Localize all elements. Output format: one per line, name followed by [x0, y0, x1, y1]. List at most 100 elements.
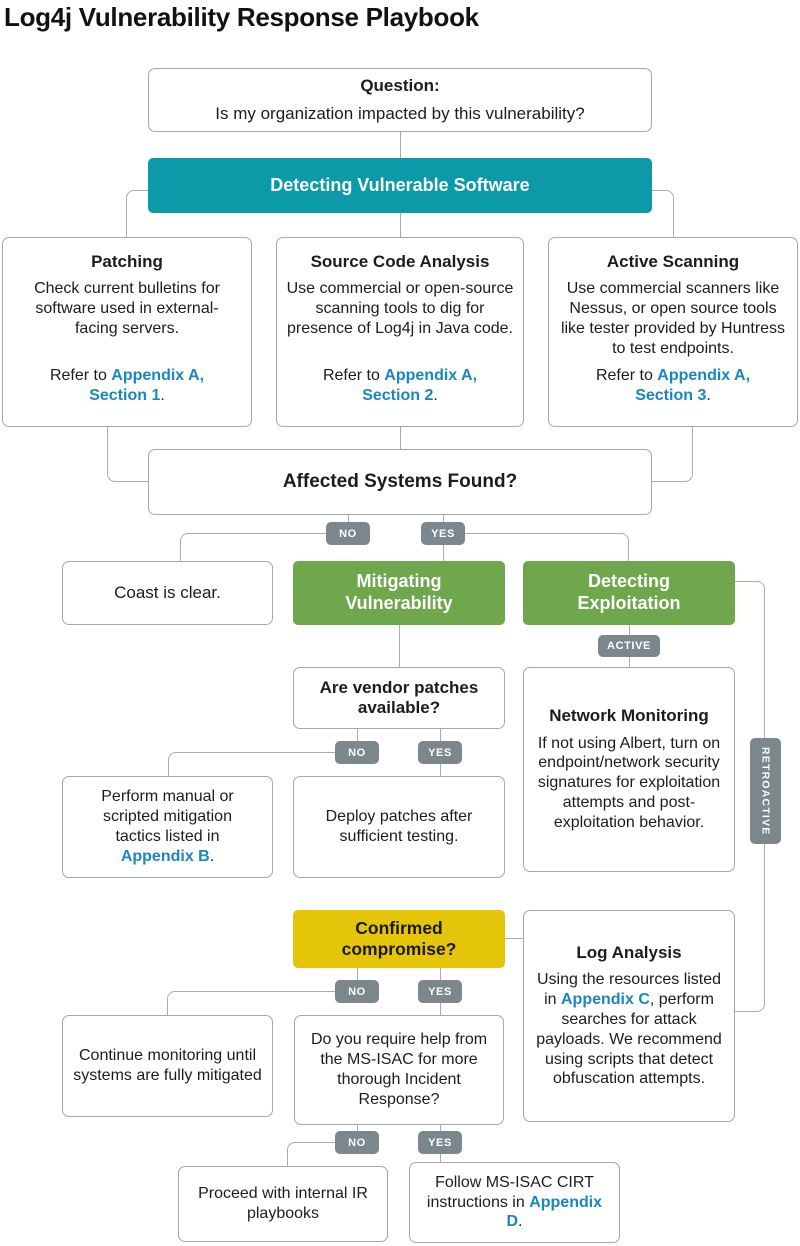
- ms-isac-question-box: Do you require help from the MS-ISAC for…: [294, 1015, 504, 1125]
- connector-mitigating-to-vendor: [399, 625, 400, 667]
- manual-mitigation-box: Perform manual or scripted mitigation ta…: [62, 776, 273, 878]
- continue-monitoring-box: Continue monitoring until systems are fu…: [62, 1015, 273, 1117]
- badge-active: ACTIVE: [598, 635, 660, 657]
- source-code-appendix-link[interactable]: Appendix A, Section 2: [362, 367, 478, 405]
- network-monitoring-box: Network Monitoring If not using Albert, …: [523, 667, 735, 872]
- connector-yes-to-follow: [440, 1154, 441, 1162]
- connector-affected-to-yes: [443, 515, 444, 523]
- connector-teal-to-active-scanning: [652, 190, 674, 237]
- page-title: Log4j Vulnerability Response Playbook: [4, 2, 479, 32]
- follow-cirt-body: Follow MS-ISAC CIRT instructions in Appe…: [420, 1173, 610, 1232]
- active-scanning-refer-prefix: Refer to: [595, 367, 658, 385]
- patching-box: Patching Check current bulletins for sof…: [2, 237, 252, 427]
- badge-retroactive: RETROACTIVE: [750, 738, 781, 844]
- detecting-exploitation-header: Detecting Exploitation: [523, 561, 735, 625]
- manual-mitigation-suffix: .: [209, 847, 215, 865]
- follow-cirt-box: Follow MS-ISAC CIRT instructions in Appe…: [409, 1162, 620, 1243]
- connector-retroactive-top: [735, 581, 765, 605]
- question-box: Question: Is my organization impacted by…: [148, 68, 652, 132]
- connector-no-to-manual: [168, 752, 335, 776]
- detecting-vulnerable-software-header: Detecting Vulnerable Software: [148, 158, 652, 213]
- badge-active-label: ACTIVE: [607, 640, 651, 652]
- follow-cirt-prefix: Follow MS-ISAC CIRT instructions in: [426, 1173, 594, 1211]
- badge-no-msisac: NO: [335, 1131, 379, 1154]
- ms-isac-question-text: Do you require help from the MS-ISAC for…: [310, 1031, 488, 1108]
- source-code-refer-suffix: .: [433, 387, 438, 405]
- connector-msisac-to-no: [357, 1125, 358, 1131]
- connector-teal-to-patching: [126, 190, 148, 237]
- affected-systems-question: Affected Systems Found?: [282, 471, 518, 492]
- log-analysis-prefix: Using the resources listed in: [536, 971, 722, 1009]
- patching-refer-suffix: .: [160, 387, 165, 405]
- patching-body: Check current bulletins for software use…: [34, 280, 220, 338]
- badge-no-label: NO: [348, 985, 366, 998]
- follow-cirt-suffix: .: [518, 1213, 523, 1231]
- connector-affected-to-no: [348, 515, 349, 523]
- connector-no-to-proceed: [287, 1142, 335, 1166]
- badge-yes-label: YES: [431, 527, 455, 540]
- badge-no-label: NO: [348, 1136, 366, 1149]
- connector-vendor-to-yes: [440, 729, 441, 741]
- detecting-vulnerable-software-label: Detecting Vulnerable Software: [270, 174, 530, 195]
- connector-detecting-to-active: [629, 625, 630, 635]
- appendix-c-link[interactable]: Appendix C: [561, 991, 650, 1009]
- badge-no-affected: NO: [326, 522, 370, 545]
- connector-compromise-to-yes: [440, 968, 441, 980]
- badge-no-label: NO: [348, 746, 366, 759]
- coast-clear-text: Coast is clear.: [114, 583, 221, 602]
- mitigating-vulnerability-label: Mitigating Vulnerability: [345, 571, 453, 613]
- source-code-refer-prefix: Refer to: [322, 367, 385, 385]
- connector-yes-to-detecting-exploitation: [465, 533, 629, 561]
- connector-compromise-to-log: [505, 938, 523, 939]
- appendix-d-link[interactable]: Appendix D: [506, 1193, 603, 1231]
- patching-appendix-link[interactable]: Appendix A, Section 1: [89, 367, 205, 405]
- vendor-patches-question: Are vendor patches available?: [319, 677, 479, 717]
- badge-yes-label: YES: [428, 985, 452, 998]
- connector-yes-to-msisac: [440, 1003, 441, 1015]
- badge-yes-msisac: YES: [418, 1131, 462, 1154]
- mitigating-vulnerability-header: Mitigating Vulnerability: [293, 561, 505, 625]
- question-label: Question:: [360, 76, 440, 96]
- confirmed-compromise-question: Confirmed compromise?: [341, 917, 457, 959]
- log-analysis-box: Log Analysis Using the resources listed …: [523, 910, 735, 1122]
- log-analysis-title: Log Analysis: [576, 942, 682, 962]
- source-code-analysis-title: Source Code Analysis: [310, 252, 490, 271]
- connector-yes-to-deploy: [440, 764, 441, 776]
- manual-mitigation-body: Perform manual or scripted mitigation ta…: [83, 787, 253, 866]
- connector-source-code-to-affected: [400, 427, 401, 449]
- connector-yes-to-mitigating: [443, 545, 444, 561]
- badge-yes-label: YES: [428, 746, 452, 759]
- source-code-analysis-body: Use commercial or open-source scanning t…: [286, 280, 514, 338]
- active-scanning-title: Active Scanning: [606, 252, 740, 271]
- badge-yes-label: YES: [428, 1136, 452, 1149]
- network-monitoring-title: Network Monitoring: [549, 706, 709, 726]
- active-scanning-box: Active Scanning Use commercial scanners …: [548, 237, 798, 427]
- proceed-internal-box: Proceed with internal IR playbooks: [178, 1166, 388, 1242]
- appendix-b-link[interactable]: Appendix B: [120, 847, 210, 865]
- affected-systems-box: Affected Systems Found?: [148, 449, 652, 515]
- connector-retroactive-bottom: [735, 986, 765, 1012]
- confirmed-compromise-box: Confirmed compromise?: [293, 910, 505, 968]
- active-scanning-appendix-link[interactable]: Appendix A, Section 3: [635, 367, 751, 405]
- deploy-patches-text: Deploy patches after sufficient testing.: [325, 808, 473, 845]
- active-scanning-body: Use commercial scanners like Nessus, or …: [560, 280, 786, 357]
- network-monitoring-body: If not using Albert, turn on endpoint/ne…: [537, 734, 721, 831]
- log-analysis-body: Using the resources listed in Appendix C…: [535, 970, 723, 1089]
- badge-no-compromise: NO: [335, 980, 379, 1003]
- connector-active-to-network: [629, 657, 630, 667]
- vendor-patches-box: Are vendor patches available?: [293, 667, 505, 729]
- log-analysis-suffix: , perform searches for attack payloads. …: [536, 991, 722, 1088]
- deploy-patches-box: Deploy patches after sufficient testing.: [293, 776, 505, 878]
- badge-no-vendor: NO: [335, 741, 379, 764]
- badge-no-label: NO: [339, 527, 357, 540]
- source-code-analysis-refer: Refer to Appendix A, Section 2.: [300, 366, 500, 412]
- detecting-exploitation-label: Detecting Exploitation: [577, 571, 681, 613]
- connector-patching-to-affected: [107, 427, 148, 482]
- question-text: Is my organization impacted by this vuln…: [215, 103, 585, 123]
- manual-mitigation-text: Perform manual or scripted mitigation ta…: [101, 788, 234, 845]
- continue-monitoring-text: Continue monitoring until systems are fu…: [73, 1047, 262, 1084]
- connector-no-to-continue: [167, 991, 335, 1015]
- badge-yes-affected: YES: [421, 522, 465, 545]
- coast-clear-box: Coast is clear.: [62, 561, 273, 625]
- connector-teal-to-source-code: [400, 213, 401, 237]
